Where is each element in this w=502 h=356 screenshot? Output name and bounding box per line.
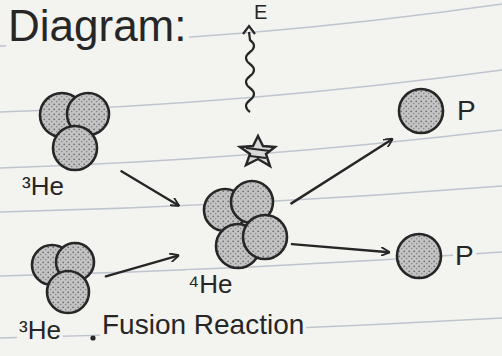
nucleus-label: ⁴He bbox=[186, 270, 234, 299]
diagram-title: Diagram: bbox=[6, 2, 189, 50]
reaction-arrow bbox=[106, 256, 178, 277]
nucleon bbox=[53, 126, 97, 170]
nucleon bbox=[397, 234, 441, 278]
nucleon-cluster bbox=[393, 230, 445, 282]
nucleus-label: P bbox=[455, 96, 478, 127]
reaction-arrow bbox=[292, 244, 389, 252]
helium3-nucleus: ³He bbox=[12, 236, 102, 345]
diagram-caption: Fusion Reaction bbox=[100, 310, 306, 341]
proton: P bbox=[393, 230, 476, 282]
proton: P bbox=[395, 85, 478, 137]
nucleon-cluster bbox=[18, 78, 118, 172]
reaction-arrow bbox=[121, 171, 178, 205]
helium3-nucleus: ³He bbox=[18, 78, 118, 201]
star-shading bbox=[246, 148, 270, 158]
nucleon-cluster bbox=[395, 85, 447, 137]
helium4-nucleus: ⁴He bbox=[182, 180, 288, 299]
nucleus-label: ³He bbox=[20, 172, 66, 201]
nucleus-label: ³He bbox=[17, 316, 63, 345]
nucleon bbox=[47, 271, 89, 313]
nucleon bbox=[243, 215, 287, 259]
energy-arrowhead bbox=[243, 26, 255, 34]
energy-wave bbox=[246, 32, 254, 112]
bullet-dot bbox=[90, 335, 95, 340]
nucleon-cluster bbox=[12, 236, 102, 316]
nucleon-cluster bbox=[182, 180, 288, 270]
energy-star bbox=[240, 136, 275, 166]
reaction-arrow bbox=[291, 139, 392, 203]
energy-label: E bbox=[252, 1, 269, 23]
nucleon bbox=[399, 89, 443, 133]
ruled-lines bbox=[0, 4, 502, 338]
nucleus-label: P bbox=[453, 241, 476, 272]
